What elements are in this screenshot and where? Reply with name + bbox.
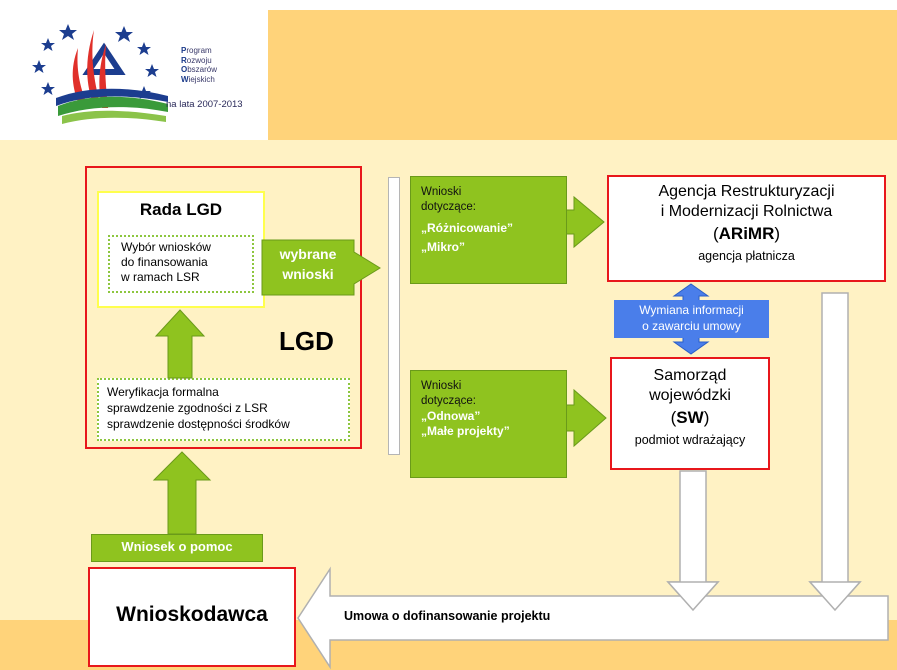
logo-fields-icon <box>56 88 168 124</box>
arrow-up-to-rada <box>154 309 206 379</box>
top-band <box>268 10 897 140</box>
arrow-to-arimr <box>565 195 605 249</box>
arimr-text: Agencja Restrukturyzacji i Modernizacji … <box>658 183 835 263</box>
arrow-to-sw <box>565 388 607 448</box>
arrow-down-from-arimr-head <box>808 581 862 612</box>
wnioskodawca-label: Wnioskodawca <box>116 603 268 626</box>
logo-program-name: Program Rozwoju Obszarów Wiejskich <box>181 46 218 84</box>
wnioski-odnowa-box: Wnioski dotyczące: „Odnowa” „Małe projek… <box>410 370 567 478</box>
info-exchange-box <box>614 300 769 338</box>
lgd-label: LGD <box>279 326 334 356</box>
sw-text: Samorząd wojewódzki (SW) podmiot wdrażaj… <box>634 367 746 447</box>
rada-lgd-title: Rada LGD <box>139 200 223 219</box>
info-exchange-text: Wymiana informacji o zawarciu umowy <box>639 303 744 333</box>
umowa-label: Umowa o dofinansowanie projektu <box>344 609 551 623</box>
sw-box <box>610 357 770 470</box>
arrow-wybrane-wnioski <box>261 239 381 296</box>
lgd-box <box>85 166 362 449</box>
arrow-umowa-left <box>297 566 889 670</box>
wybrane-wnioski-label: wybrane wnioski <box>279 246 337 282</box>
vertical-separator <box>388 177 400 455</box>
wnioskodawca-box <box>88 567 296 667</box>
arimr-box <box>607 175 886 282</box>
weryfikacja-box <box>97 378 350 441</box>
arrow-down-from-sw-head <box>666 581 720 612</box>
weryfikacja-text: Weryfikacja formalna sprawdzenie zgodnoś… <box>107 385 290 431</box>
wnioski-rozniicowanie-box: Wnioski dotyczące: „Różnicowanie” „Mikro… <box>410 176 567 284</box>
wniosek-o-pomoc-box <box>91 534 263 562</box>
wniosek-o-pomoc-label: Wniosek o pomoc <box>121 539 233 554</box>
prow-logo <box>32 24 168 124</box>
logo-years: na lata 2007-2013 <box>166 99 243 110</box>
wybor-text: Wybór wniosków do finansowania w ramach … <box>121 240 211 284</box>
wybor-box <box>108 235 254 293</box>
